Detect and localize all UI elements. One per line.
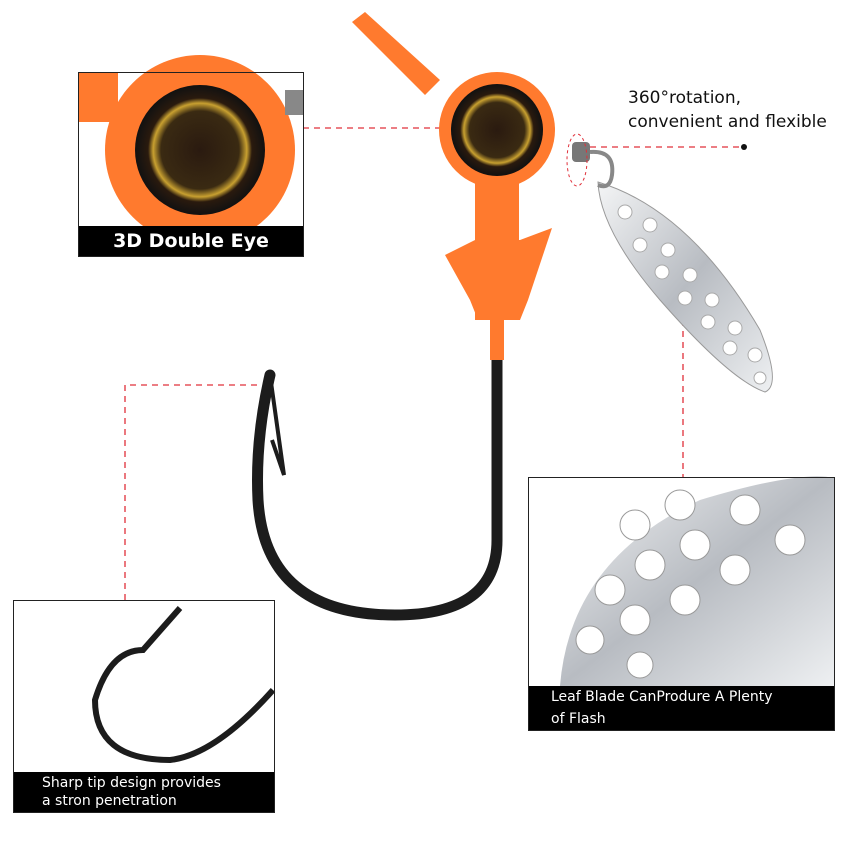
rotation-line2: convenient and flexible <box>628 112 827 132</box>
blade-callout-box: Leaf Blade CanProdure A Plenty of Flash <box>528 477 835 731</box>
hook-line1: Sharp tip design provides <box>42 775 221 791</box>
hook-closeup <box>91 606 276 764</box>
hook-line2: a stron penetration <box>42 793 177 809</box>
rotation-line1: 360°rotation, <box>628 88 742 108</box>
eye-callout-box: 3D Double Eye <box>78 72 304 257</box>
blade-closeup <box>560 476 834 686</box>
jig-head <box>352 12 555 360</box>
blade-caption: Leaf Blade CanProdure A Plenty of Flash <box>529 686 834 730</box>
rotation-callout: 360°rotation, convenient and flexible <box>628 86 827 134</box>
callout-lines <box>124 127 742 600</box>
blade-line1: Leaf Blade CanProdure A Plenty <box>551 689 773 705</box>
callout-dot <box>741 144 747 150</box>
blade-line2: of Flash <box>551 711 606 727</box>
leaf-blade <box>597 181 773 393</box>
hook <box>252 339 503 621</box>
eye-closeup <box>78 55 303 256</box>
swivel <box>572 142 590 162</box>
eye-caption: 3D Double Eye <box>79 226 303 256</box>
hook-callout-box: Sharp tip design provides a stron penetr… <box>13 600 275 813</box>
hook-caption: Sharp tip design provides a stron penetr… <box>14 772 274 812</box>
eye <box>451 84 543 176</box>
